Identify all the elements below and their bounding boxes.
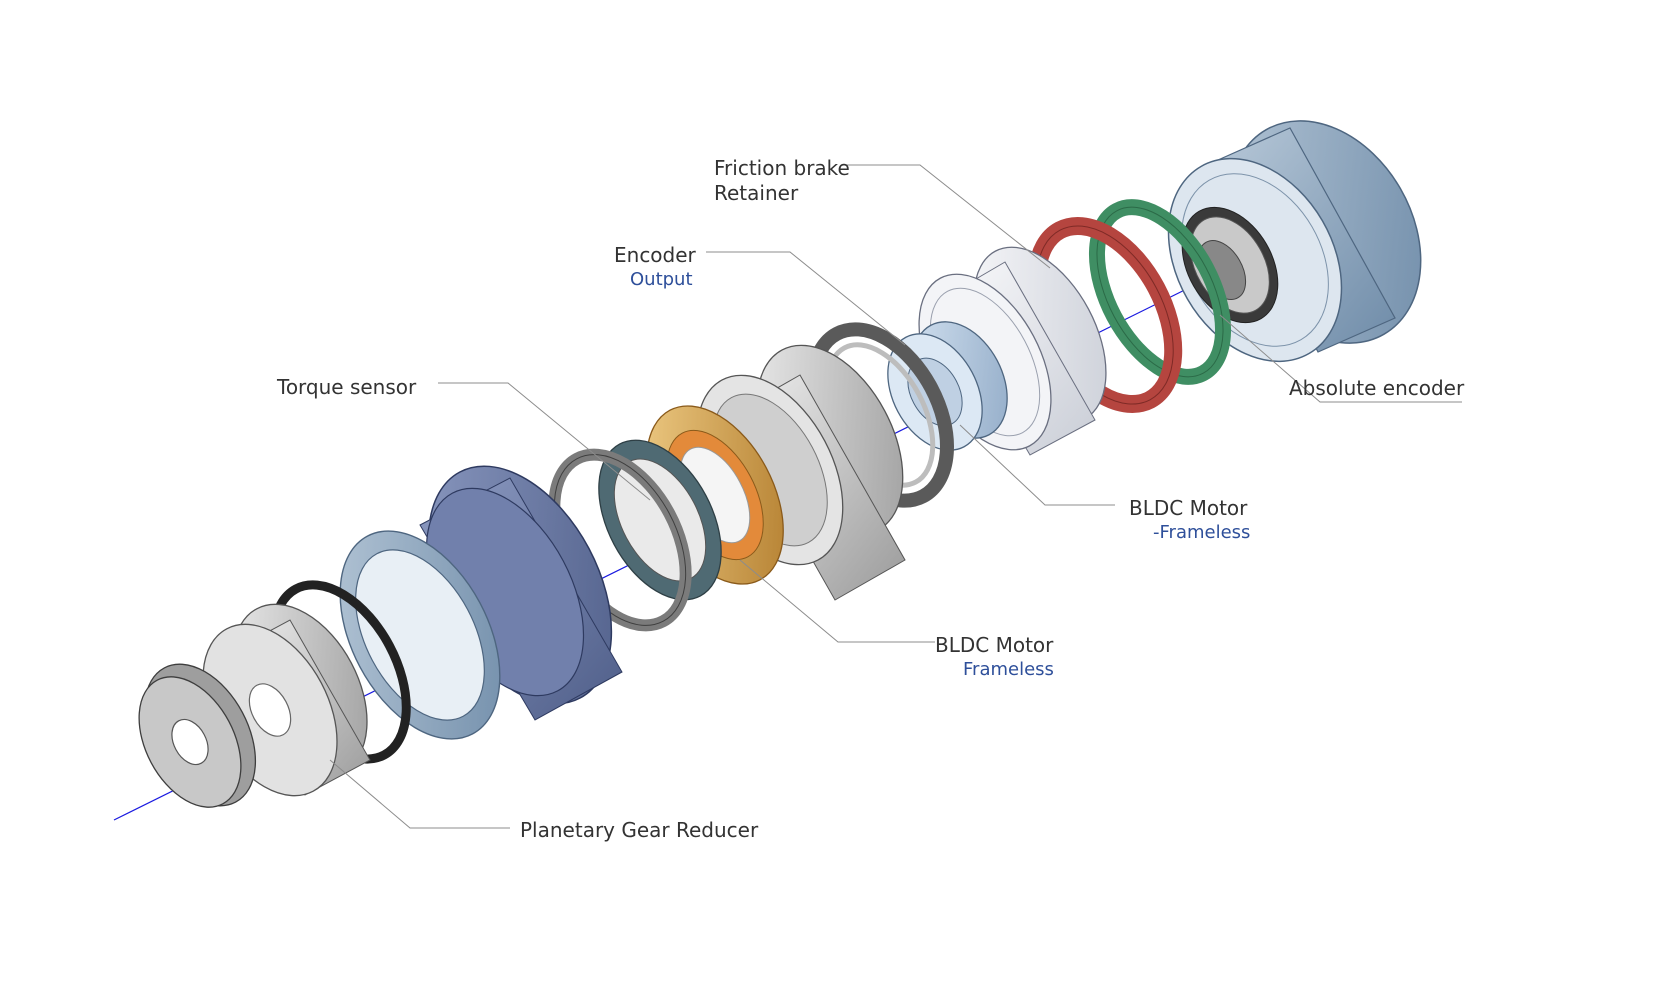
label-absolute-encoder: Absolute encoder: [1289, 376, 1465, 400]
label-friction-brake: Friction brake: [714, 156, 850, 180]
leader-bldc-motor-1: [959, 424, 1115, 506]
output-flange: [138, 663, 257, 808]
label-retainer: Retainer: [714, 181, 799, 205]
label-torque-sensor: Torque sensor: [277, 375, 417, 399]
label-planetary-gear-reducer: Planetary Gear Reducer: [520, 818, 759, 842]
leader-bldc-motor-2: [739, 559, 935, 643]
leader-absolute-encoder: [1219, 314, 1462, 403]
label-encoder-output: Output: [630, 269, 693, 290]
label-bldc-motor-2-sub: Frameless: [963, 659, 1054, 680]
label-encoder: Encoder: [614, 243, 696, 267]
leader-friction-brake: [843, 164, 1051, 269]
leader-planetary-gear: [329, 759, 510, 829]
leader-torque-sensor: [438, 382, 651, 501]
copper-stator: [646, 405, 784, 585]
reducer-housing-ring: [339, 530, 501, 740]
leader-encoder: [706, 251, 906, 346]
label-bldc-motor-2: BLDC Motor: [935, 633, 1054, 657]
retainer-ring: [1088, 199, 1232, 385]
label-bldc-motor-1: BLDC Motor: [1129, 496, 1248, 520]
planetary-gear-reducer-body: [202, 603, 371, 797]
label-bldc-motor-1-sub: -Frameless: [1153, 522, 1251, 543]
